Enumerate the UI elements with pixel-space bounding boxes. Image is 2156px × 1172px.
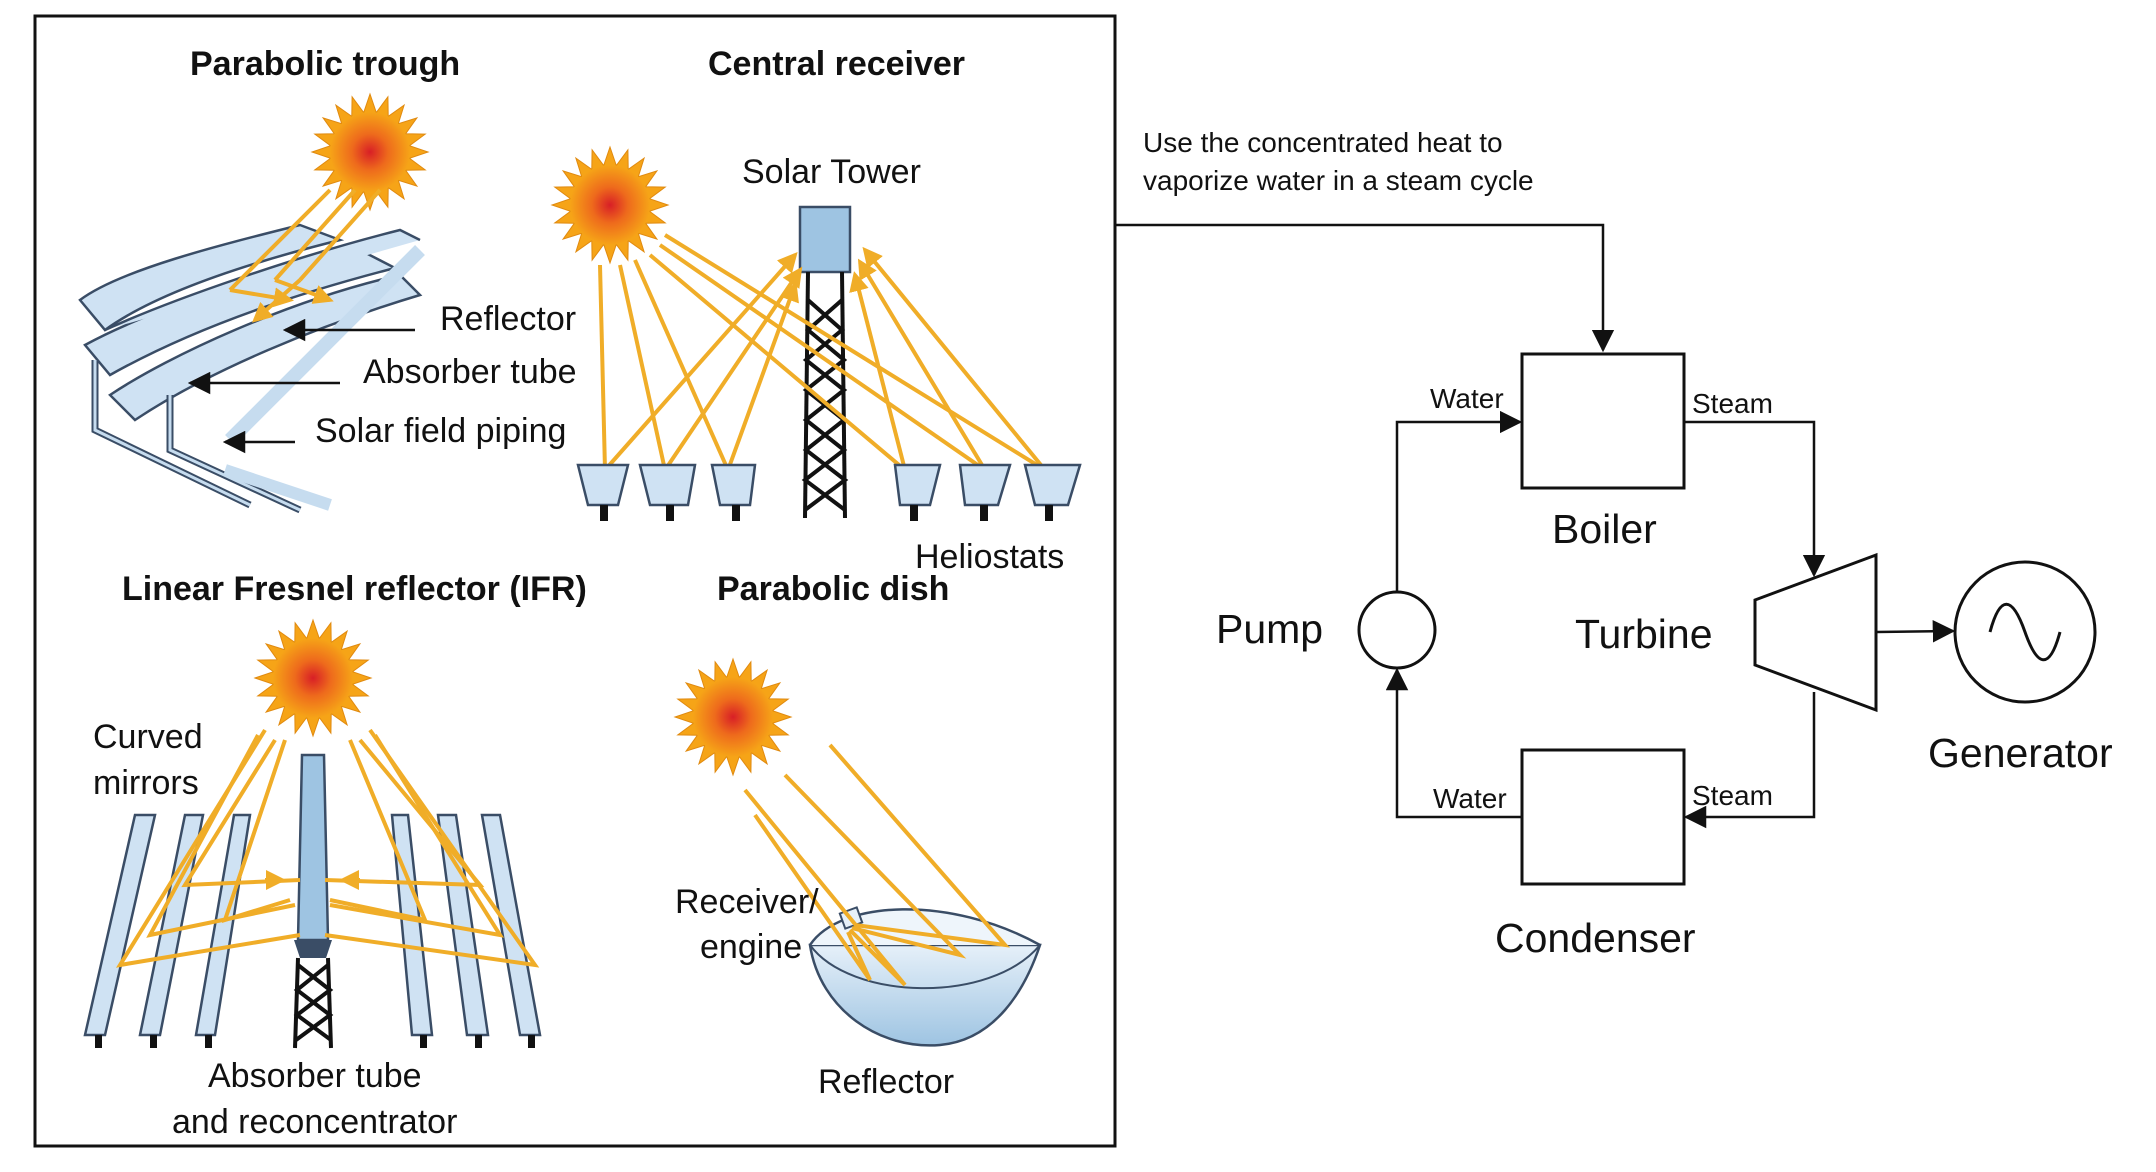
linear-fresnel-group: Linear Fresnel reflector (IFR) Curved mi… <box>83 570 587 1141</box>
central-receiver-group: Central receiver Solar Tower <box>550 45 1082 576</box>
turbine-symbol <box>1753 552 1878 713</box>
solar-tower <box>798 205 852 519</box>
central-receiver-title: Central receiver <box>708 45 965 83</box>
absorber-reconcentrator-line2: and reconcentrator <box>172 1103 457 1141</box>
fresnel-absorber-tower <box>293 753 334 1049</box>
sun-icon <box>673 657 793 777</box>
cycle-note-line1: Use the concentrated heat to <box>1143 127 1503 158</box>
sun-icon <box>310 92 430 212</box>
receiver-engine-line2: engine <box>700 928 802 966</box>
turbine-to-condenser-line <box>1683 692 1816 829</box>
pump-symbol <box>1357 590 1437 670</box>
heliostat <box>710 463 757 521</box>
parabolic-dish-group: Parabolic dish Receiver/ engine Reflecto… <box>673 570 1042 1101</box>
dish-reflector <box>808 906 1042 1047</box>
receiver-engine-line1: Receiver/ <box>675 883 819 921</box>
solar-field-piping-label: Solar field piping <box>315 412 566 450</box>
dish-rays <box>743 743 1011 987</box>
generator-label: Generator <box>1928 730 2113 776</box>
heliostats-label: Heliostats <box>915 538 1064 576</box>
heliostat <box>638 463 697 521</box>
curved-mirrors-label-line2: mirrors <box>93 764 199 802</box>
trough-rays <box>228 188 382 323</box>
boiler-label: Boiler <box>1552 506 1657 552</box>
water-in-label: Water <box>1430 383 1504 414</box>
csp-panel-frame <box>33 14 1117 1148</box>
condenser-box <box>1520 748 1686 886</box>
condenser-to-pump-line <box>1385 667 1522 819</box>
dish-reflector-label: Reflector <box>818 1063 954 1101</box>
sun-icon <box>550 145 670 265</box>
cycle-note-line2: vaporize water in a steam cycle <box>1143 165 1534 196</box>
shaft-to-generator-line <box>1875 620 1956 643</box>
water-out-label: Water <box>1433 783 1507 814</box>
heliostat <box>576 463 630 521</box>
steam-out-label: Steam <box>1692 388 1773 419</box>
heliostat <box>1023 463 1082 521</box>
heliostat <box>958 463 1012 521</box>
curved-mirrors-label-line1: Curved <box>93 718 203 756</box>
boiler-box <box>1520 352 1686 490</box>
fresnel-rays <box>115 728 540 968</box>
heat-connector-arrow <box>1115 223 1615 353</box>
steam-in-label: Steam <box>1692 780 1773 811</box>
steam-cycle-group: Use the concentrated heat to vaporize wa… <box>1115 127 2113 961</box>
parabolic-dish-title: Parabolic dish <box>717 570 949 608</box>
sine-wave-icon <box>1988 602 2062 662</box>
solar-field-pipe <box>91 245 425 514</box>
linear-fresnel-title: Linear Fresnel reflector (IFR) <box>122 570 587 608</box>
water-to-boiler-line <box>1395 410 1523 592</box>
fresnel-mirrors <box>83 813 542 1048</box>
condenser-label: Condenser <box>1495 915 1696 961</box>
absorber-tube-label: Absorber tube <box>363 353 577 391</box>
absorber-reconcentrator-line1: Absorber tube <box>208 1057 422 1095</box>
central-receiver-rays <box>598 233 1047 472</box>
sun-icon <box>253 618 373 738</box>
pump-label: Pump <box>1216 606 1323 652</box>
reflector-label: Reflector <box>440 300 576 338</box>
parabolic-trough-group: Parabolic trough <box>78 45 577 514</box>
turbine-label: Turbine <box>1575 611 1713 657</box>
solar-tower-label: Solar Tower <box>742 153 921 191</box>
heliostats <box>576 463 1082 521</box>
steam-to-turbine-line <box>1684 420 1826 578</box>
parabolic-trough-title: Parabolic trough <box>190 45 460 83</box>
heliostat <box>893 463 942 521</box>
